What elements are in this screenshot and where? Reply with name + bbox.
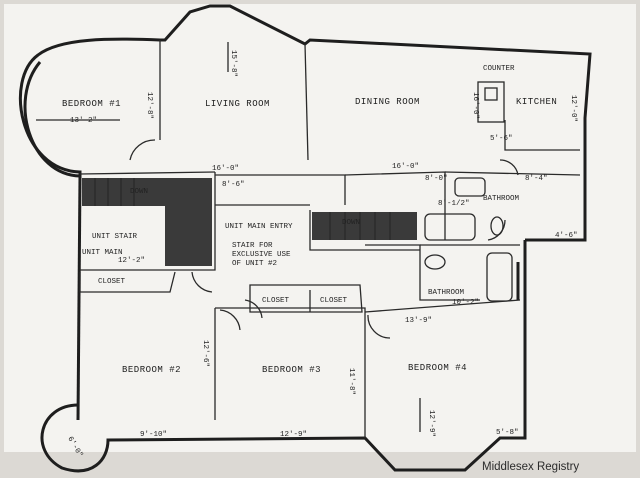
room-label-bedroom-1: BEDROOM #1 xyxy=(62,99,121,109)
dim-bedroom-1-height: 12'-8" xyxy=(145,92,153,119)
dim-bedroom-4-side: 5'-8" xyxy=(496,429,519,437)
registry-stamp: Middlesex Registry xyxy=(482,461,579,473)
room-label-bedroom-3: BEDROOM #3 xyxy=(262,365,321,375)
room-label-closet-left: CLOSET xyxy=(98,278,126,286)
label-stair-note-3: OF UNIT #2 xyxy=(232,260,277,268)
label-stair-note-2: EXCLUSIVE USE xyxy=(232,251,291,259)
dim-bedroom-4-width: 13'-9" xyxy=(405,317,432,325)
room-label-dining-room: DINING ROOM xyxy=(355,97,420,107)
dim-bedroom-3-width: 12'-9" xyxy=(280,431,307,439)
room-label-living-room: LIVING ROOM xyxy=(205,99,270,109)
dim-bedroom-1-width: 13'-2" xyxy=(70,117,97,125)
dim-kitchen-side: 16'-0" xyxy=(471,92,479,119)
dim-bath-width: 8'-1/2" xyxy=(438,200,470,208)
interior-walls xyxy=(79,40,581,438)
door-swings xyxy=(129,139,519,339)
label-stair-note-1: STAIR FOR xyxy=(232,242,273,250)
stair-left xyxy=(82,178,212,266)
room-label-bedroom-2: BEDROOM #2 xyxy=(122,365,181,375)
stair-right xyxy=(312,212,417,240)
dim-bedroom-2-width: 9'-10" xyxy=(140,431,167,439)
room-label-kitchen: KITCHEN xyxy=(516,97,557,107)
room-label-closet-mid-1: CLOSET xyxy=(262,297,290,305)
dim-living-depth: 8'-6" xyxy=(222,181,245,189)
label-unit-main: UNIT MAIN xyxy=(82,249,123,257)
room-label-bathroom-upper: BATHROOM xyxy=(483,195,520,203)
dim-bath-side: 10'-2" xyxy=(452,299,479,307)
label-down-left: DOWN xyxy=(130,188,148,196)
room-label-bedroom-4: BEDROOM #4 xyxy=(408,363,467,373)
label-down-right: DOWN xyxy=(342,219,360,227)
dim-living-width: 16'-0" xyxy=(212,165,239,173)
label-unit-stair: UNIT STAIR xyxy=(92,233,138,241)
dim-bedroom-4-height: 12'-9" xyxy=(427,410,435,437)
room-label-counter: COUNTER xyxy=(483,65,515,73)
dim-bedroom-3-height: 11'-8" xyxy=(347,368,355,395)
bathroom-fixtures xyxy=(424,177,513,302)
dim-kitchen-height: 12'-0" xyxy=(569,95,577,122)
dim-small-b: 4'-6" xyxy=(555,232,578,240)
dimension-lines xyxy=(36,42,421,432)
room-label-closet-mid-2: CLOSET xyxy=(320,297,348,305)
kitchen-fixtures xyxy=(477,81,505,123)
room-label-bathroom-lower: BATHROOM xyxy=(428,289,465,297)
label-unit-main-entry: UNIT MAIN ENTRY xyxy=(225,223,293,231)
dim-kitchen-width: 8'-4" xyxy=(525,175,548,183)
dim-dining-width: 16'-0" xyxy=(392,163,419,171)
dim-counter: 5'-6" xyxy=(490,135,513,143)
exterior-walls xyxy=(18,4,592,473)
dim-unit: 12'-2" xyxy=(118,257,145,265)
dim-living-height: 15'-8" xyxy=(229,50,237,77)
dim-bedroom-2-height: 12'-6" xyxy=(201,340,209,367)
dim-small-a: 8'-0" xyxy=(425,175,448,183)
